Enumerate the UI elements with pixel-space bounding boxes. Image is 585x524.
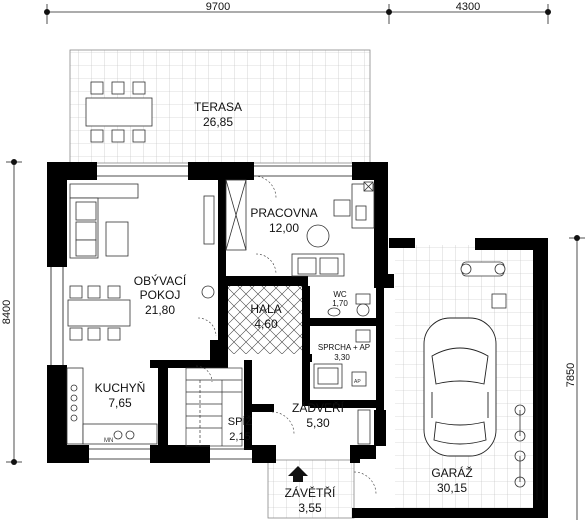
room-sprcha-area: 3,30 (334, 353, 350, 362)
car-icon (423, 317, 497, 457)
bed-couch-icon (291, 253, 345, 277)
kitchen-mn-label: MN (104, 438, 113, 444)
room-zavetri-area: 3,55 (298, 501, 322, 515)
sofa-icon (69, 183, 139, 259)
door-swings (195, 175, 377, 495)
room-hala-name: HALA (250, 302, 281, 316)
entrance-arrow-icon (288, 466, 308, 482)
room-obyvaci-area: 21,80 (145, 303, 175, 317)
room-hala-area: 4,60 (254, 317, 278, 331)
kitchen-counter-icon (66, 367, 158, 445)
wc-toilet-icon (327, 293, 371, 317)
dimension-top-right: 4300 (456, 1, 480, 13)
room-wc-area: 1,70 (332, 299, 348, 308)
room-obyvaci-name-1: OBÝVACÍ (134, 273, 187, 288)
room-terasa-name: TERASA (194, 100, 242, 114)
hall-floor (228, 286, 306, 354)
room-pracovna-area: 12,00 (269, 221, 299, 235)
shower-ap-label: AP (354, 379, 361, 385)
room-terasa-area: 26,85 (203, 115, 233, 129)
armchair-icon (306, 224, 330, 248)
boiler-icon (363, 181, 374, 192)
wardrobe-icon (357, 409, 371, 445)
dimension-top-left: 9700 (206, 1, 230, 13)
motorbike-icon (460, 261, 506, 277)
workbench-icon (491, 293, 507, 309)
room-kuchyn-name: KUCHYŇ (95, 380, 146, 395)
room-pracovna-name: PRACOVNA (250, 206, 317, 220)
shower-icon (313, 329, 371, 389)
dining-table-icon (67, 285, 131, 341)
room-zadveri-area: 5,30 (306, 416, 330, 430)
tv-cabinet-icon (203, 195, 215, 245)
room-spiz-name: SPÍŽ (228, 415, 253, 428)
stove-icon (201, 285, 215, 299)
windows (50, 165, 544, 500)
room-wc-name: WC (333, 290, 347, 299)
dimension-right-value: 7850 (565, 363, 577, 387)
room-zavetri-name: ZÁVĚTŘÍ (285, 485, 336, 500)
bookshelf-icon (225, 179, 247, 251)
vestibule-floor (267, 459, 355, 519)
room-zadveri-name: ZÁDVEŘÍ (292, 400, 345, 415)
dimension-left-value: 8400 (1, 300, 13, 324)
room-kuchyn-area: 7,65 (108, 396, 132, 410)
room-sprcha-name: SPRCHA + AP (318, 343, 370, 352)
room-garaz-area: 30,15 (437, 481, 467, 495)
terrace-table-icon (85, 81, 153, 143)
room-spiz-area: 2,15 (229, 431, 250, 443)
walls (47, 162, 548, 518)
desk-icon (333, 183, 375, 229)
room-garaz-name: GARÁŽ (431, 465, 472, 480)
bicycle-icon (514, 404, 526, 488)
staircase-icon (185, 367, 243, 447)
room-obyvaci-name-2: POKOJ (140, 288, 181, 302)
